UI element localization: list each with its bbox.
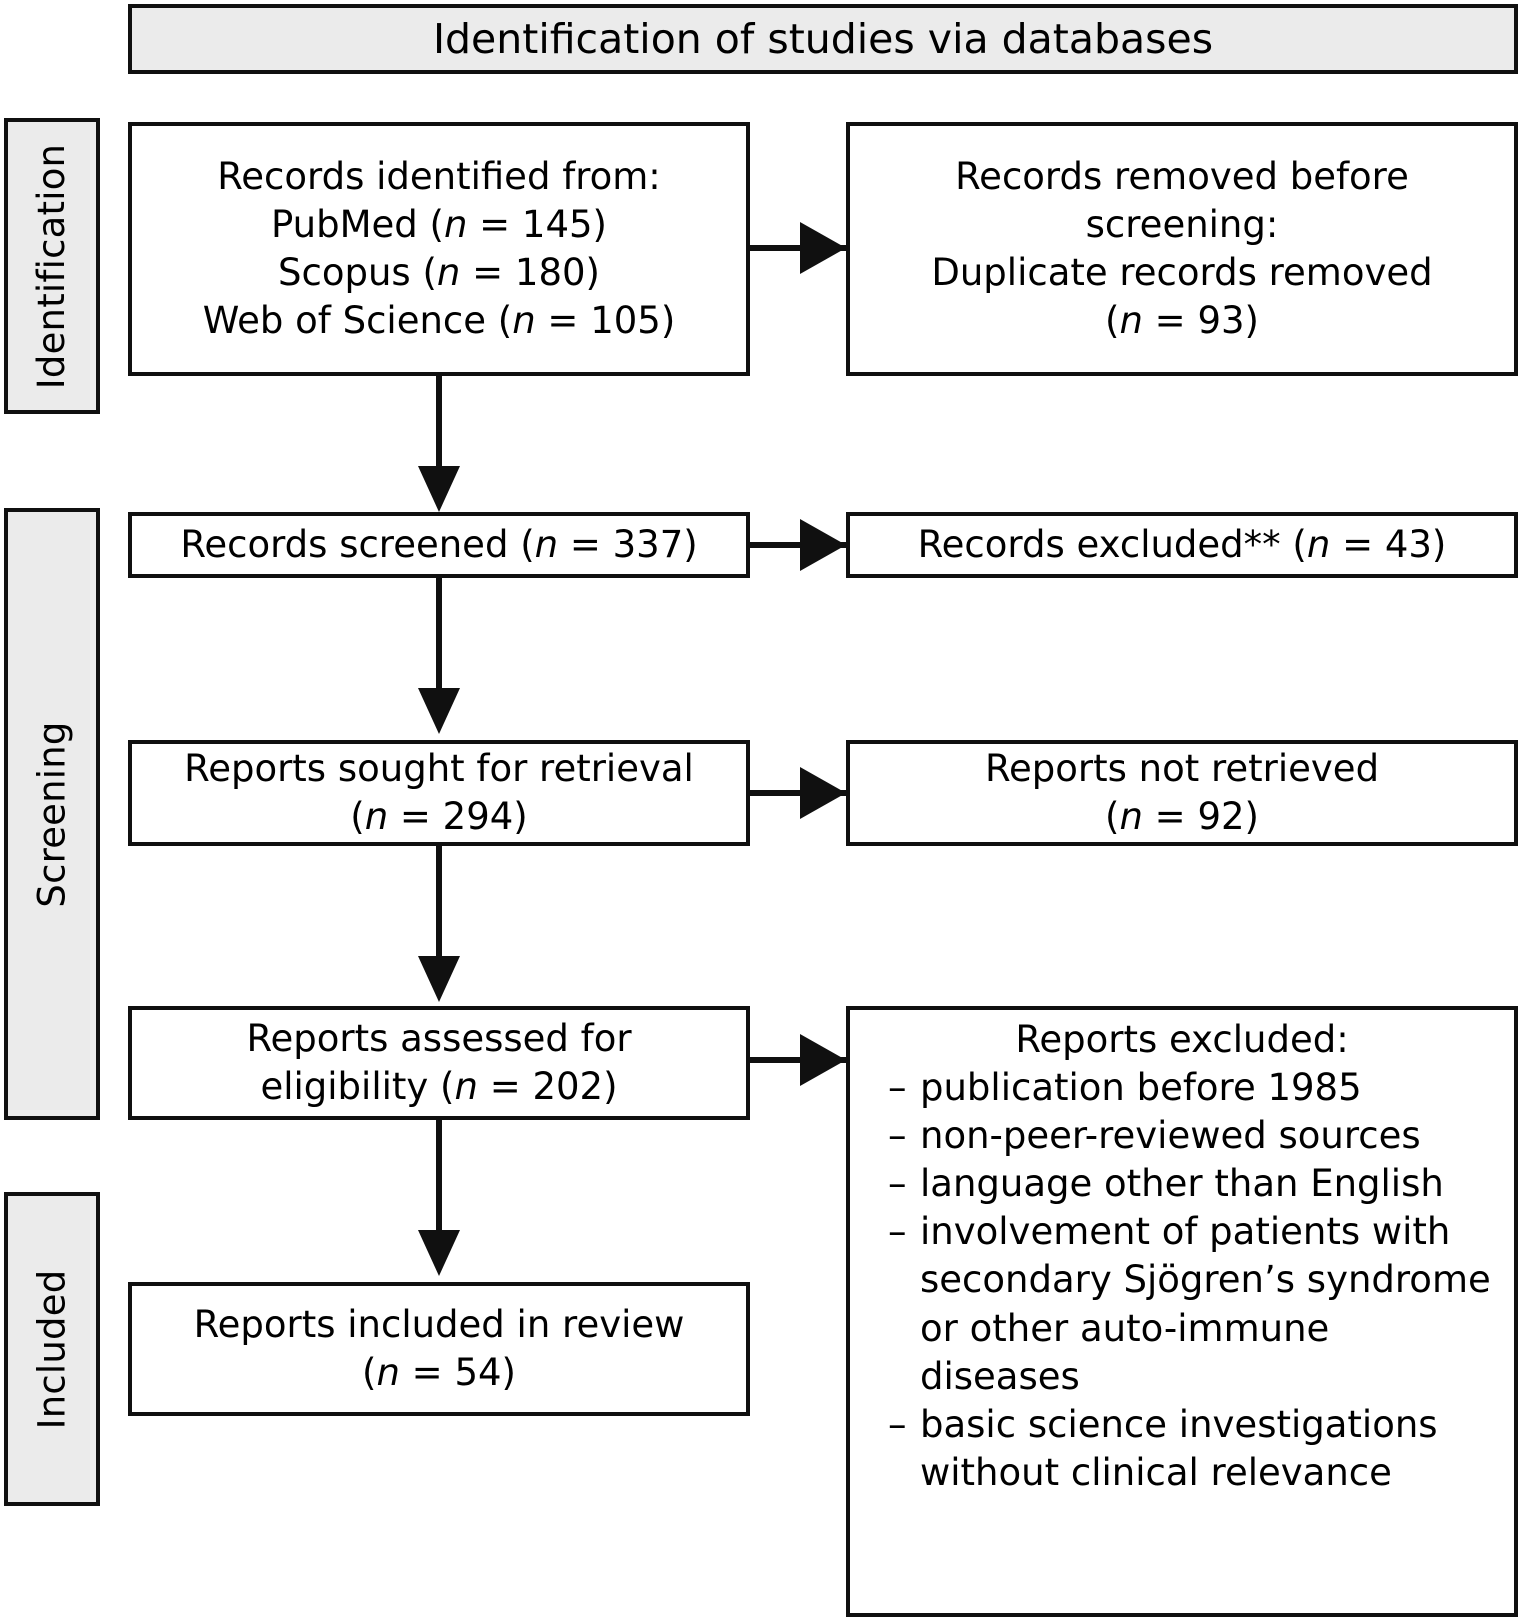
phase-label-screening: Screening: [30, 720, 74, 908]
reports-assessed-line-1: Reports assessed for: [246, 1016, 632, 1060]
connector-screened-to-excluded-arrowhead: [800, 519, 846, 571]
records-screened-text: Records screened (n = 337): [180, 522, 698, 566]
box-records-excluded: Records excluded** (n = 43): [846, 512, 1518, 578]
reports-included-line-2: (n = 54): [362, 1351, 516, 1394]
header-title: Identification of studies via databases: [432, 15, 1214, 63]
phase-band-screening: Screening: [4, 508, 100, 1120]
reports-excluded-item: –basic science investigations without cl…: [888, 1402, 1438, 1494]
box-records-screened: Records screened (n = 337): [128, 512, 750, 578]
reports-excluded-item: –involvement of patients with secondary …: [888, 1210, 1491, 1398]
box-records-identified: Records identified from: PubMed (n = 145…: [128, 122, 750, 376]
connector-assessed-to-excluded-arrowhead: [800, 1034, 846, 1086]
phase-label-identification: Identification: [30, 143, 74, 389]
reports-excluded-item: –language other than English: [888, 1162, 1444, 1206]
phase-label-included: Included: [30, 1269, 74, 1429]
connector-screened-to-sought-line: [436, 578, 442, 694]
box-reports-included: Reports included in review (n = 54): [128, 1282, 750, 1416]
connector-identified-to-removed-line: [750, 245, 846, 251]
connector-sought-to-assessed-line: [436, 846, 442, 962]
connector-sought-to-assessed-arrowhead: [418, 956, 460, 1002]
reports-not-retrieved-line-1: Reports not retrieved: [984, 746, 1380, 790]
connector-screened-to-excluded-line: [750, 542, 846, 548]
box-reports-excluded-detail: Reports excluded: –publication before 19…: [846, 1006, 1518, 1617]
records-identified-line-2: PubMed (n = 145): [270, 202, 607, 246]
header-identification-band: Identification of studies via databases: [128, 4, 1518, 74]
records-identified-line-1: Records identified from:: [217, 154, 661, 198]
phase-band-included: Included: [4, 1192, 100, 1506]
connector-screened-to-sought-arrowhead: [418, 688, 460, 734]
reports-not-retrieved-line-2: (n = 92): [1105, 795, 1259, 838]
records-removed-line-2: screening:: [1085, 202, 1279, 246]
box-reports-assessed: Reports assessed for eligibility (n = 20…: [128, 1006, 750, 1120]
records-removed-line-1: Records removed before: [955, 154, 1409, 198]
box-reports-not-retrieved: Reports not retrieved (n = 92): [846, 740, 1518, 846]
box-records-removed: Records removed before screening: Duplic…: [846, 122, 1518, 376]
records-identified-line-3: Scopus (n = 180): [278, 251, 600, 294]
connector-identified-to-screened-line: [436, 376, 442, 472]
box-reports-sought: Reports sought for retrieval (n = 294): [128, 740, 750, 846]
connector-assessed-to-included-arrowhead: [418, 1230, 460, 1276]
reports-excluded-item: –non-peer-reviewed sources: [888, 1114, 1421, 1158]
connector-identified-to-screened-arrowhead: [418, 466, 460, 512]
connector-sought-to-not-retrieved-line: [750, 790, 846, 796]
records-excluded-text: Records excluded** (n = 43): [917, 522, 1447, 566]
connector-sought-to-not-retrieved-arrowhead: [800, 767, 846, 819]
reports-included-line-1: Reports included in review: [193, 1302, 685, 1346]
connector-assessed-to-included-line: [436, 1120, 442, 1236]
records-removed-line-4: (n = 93): [1105, 299, 1259, 343]
reports-assessed-line-2: eligibility (n = 202): [260, 1065, 618, 1108]
connector-identified-to-removed-arrowhead: [800, 222, 846, 274]
phase-band-identification: Identification: [4, 118, 100, 414]
reports-excluded-list: –publication before 1985 –non-peer-revie…: [888, 1064, 1498, 1497]
reports-excluded-item: –publication before 1985: [888, 1066, 1362, 1110]
records-removed-line-3: Duplicate records removed: [931, 251, 1433, 294]
reports-sought-line-2: (n = 294): [350, 795, 528, 838]
records-identified-line-4: Web of Science (n = 105): [202, 299, 676, 343]
reports-sought-line-1: Reports sought for retrieval: [184, 746, 694, 790]
reports-excluded-title: Reports excluded:: [1015, 1018, 1349, 1061]
connector-assessed-to-excluded-line: [750, 1057, 846, 1063]
